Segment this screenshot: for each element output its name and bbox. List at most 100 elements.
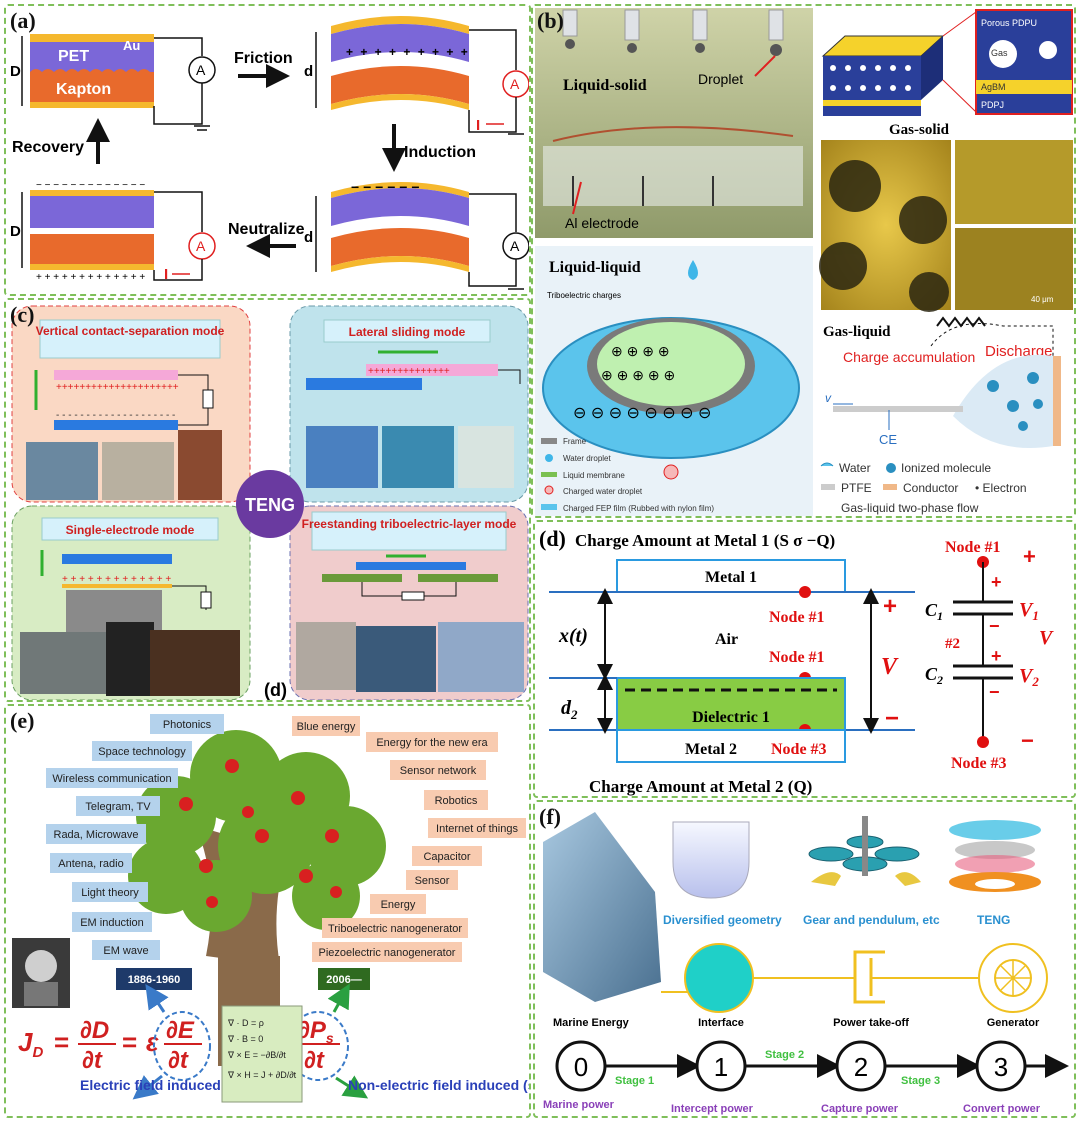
state-initial: PET Au Kapton D A: [10, 34, 216, 131]
left-item-1: Space technology: [98, 746, 186, 758]
teng-center-badge: [236, 470, 304, 538]
svg-text:⊕ ⊕ ⊕ ⊕ ⊕: ⊕ ⊕ ⊕ ⊕ ⊕: [601, 367, 675, 383]
svg-text:+++++++++++++++++++++: +++++++++++++++++++++: [56, 382, 179, 393]
metal1-label: Metal 1: [705, 569, 757, 586]
vertical-mode-title: Vertical contact-separation mode: [36, 324, 225, 338]
stage-2-label: Stage 2: [765, 1049, 804, 1061]
stage-node-2: 2: [854, 1052, 868, 1082]
panel-b: (b) Liquid-solid Droplet Al electrode: [531, 4, 1076, 518]
svg-text:A: A: [510, 238, 520, 254]
panel-a: (a) PET Au Kapton D A Friction Indu: [4, 4, 531, 296]
state-friction: + + + + + + + + + d A I: [304, 16, 529, 135]
scale-label: 40 μm: [1031, 295, 1054, 304]
right-item-9: Piezoelectric nanogenerator: [319, 947, 456, 959]
legend-charged-droplet: Charged water droplet: [563, 487, 643, 496]
right-item-3: Robotics: [435, 795, 478, 807]
maxwell-tree-diagram: Photonics Space technology Wireless comm…: [12, 714, 531, 1103]
maxwell-eq-1: ∇ · B = 0: [227, 1034, 263, 1044]
right-item-6: Sensor: [415, 875, 450, 887]
marine-energy-label: Marine Energy: [553, 1017, 630, 1029]
node2-label: #2: [945, 636, 960, 652]
metal2-label: Metal 2: [685, 741, 737, 758]
marine-energy-chain-diagram: Marine Energy Diversified geometry Gear …: [543, 812, 1069, 1115]
right-item-0: Blue energy: [297, 721, 356, 733]
right-item-4: Internet of things: [436, 823, 518, 835]
svg-text:ε: ε: [146, 1027, 159, 1057]
ce-label: CE: [879, 432, 897, 447]
pet-label: PET: [58, 48, 89, 65]
ammeter-label: A: [196, 62, 206, 78]
state-induction: − − − − − − d A: [304, 179, 529, 290]
induction-label: Induction: [404, 144, 476, 161]
left-item-4: Rada, Microwave: [54, 829, 139, 841]
liquid-solid-title: Liquid-solid: [563, 77, 647, 94]
svg-text:⊖ ⊖ ⊖ ⊖ ⊖ ⊖ ⊖ ⊖: ⊖ ⊖ ⊖ ⊖ ⊖ ⊖ ⊖ ⊖: [573, 405, 711, 422]
electric-field-caption: Electric field induced: [80, 1077, 221, 1093]
metal1-charge-title: Charge Amount at Metal 1 (S σ −Q): [575, 531, 835, 550]
generator-label: Generator: [987, 1017, 1040, 1029]
maxwell-equations-board: [221, 1005, 303, 1103]
year-left-label: 1886-1960: [128, 974, 181, 986]
pdpj-label: PDPJ: [981, 100, 1004, 110]
teng-circuit-model: (d) Charge Amount at Metal 1 (S σ −Q) Me…: [539, 526, 1054, 796]
stage-chain: 0 Stage 1 1 Stage 2 2 Stage 3 3: [555, 1040, 1069, 1092]
node1-top-label: Node #1: [769, 609, 825, 626]
recovery-label: Recovery: [12, 139, 84, 156]
panel-c-sub-d: (d): [264, 680, 287, 700]
left-item-7: EM induction: [80, 917, 144, 929]
legend2-conductor: Conductor: [903, 481, 958, 495]
teng-label: TENG: [245, 495, 295, 515]
stage-1-label: Stage 1: [615, 1075, 654, 1087]
legend2-two-phase: Gas-liquid two-phase flow: [841, 501, 979, 515]
gas-solid-structure: Porous PDPU Gas AgBM PDPJ: [821, 9, 1073, 116]
interface-types-diagram: Liquid-solid Droplet Al electrode Porous…: [535, 8, 1073, 516]
right-item-2: Sensor network: [400, 765, 477, 777]
marine-power-label: Marine power: [543, 1099, 615, 1111]
svg-text:A: A: [196, 238, 206, 254]
gas-label: Gas: [991, 48, 1008, 58]
legend2-electron: • Electron: [975, 481, 1027, 495]
marine-energy-image: [543, 812, 661, 1002]
droplet-label: Droplet: [698, 71, 743, 87]
gas-solid-title: Gas-solid: [889, 122, 950, 138]
svg-text:=: =: [54, 1027, 69, 1057]
al-electrode-label: Al electrode: [565, 215, 639, 231]
friction-label: Friction: [234, 50, 293, 67]
C2-label: C2: [925, 664, 943, 687]
dielectric-label: Dielectric 1: [692, 709, 770, 726]
convert-power-label: Convert power: [963, 1103, 1041, 1115]
svg-text:⊕ ⊕ ⊕ ⊕: ⊕ ⊕ ⊕ ⊕: [611, 343, 670, 359]
gas-liquid-title: Gas-liquid: [823, 324, 891, 340]
panel-f: (f) Marine Energy Diversified geometry G…: [533, 800, 1076, 1118]
right-item-5: Capacitor: [423, 851, 470, 863]
svg-text:−: −: [885, 705, 899, 732]
svg-text:∂t: ∂t: [168, 1047, 189, 1074]
svg-text:− − − − − − − − − − − − −: − − − − − − − − − − − − −: [36, 180, 145, 191]
charge-accumulation-label: Charge accumulation: [843, 349, 975, 365]
svg-text:+ + + + + + + + +: + + + + + + + + +: [346, 45, 470, 59]
interface-node: [684, 943, 754, 1013]
legend-frame: Frame: [563, 437, 587, 446]
svg-text:∂D: ∂D: [80, 1017, 109, 1044]
left-item-5: Antena, radio: [58, 858, 123, 870]
d2-label: d2: [561, 697, 578, 722]
gear-pendulum-label: Gear and pendulum, etc: [803, 913, 940, 927]
panel-d: (d) Charge Amount at Metal 1 (S σ −Q) Me…: [533, 520, 1076, 798]
air-label: Air: [715, 631, 738, 648]
panel-f-label: (f): [539, 804, 561, 829]
nonelectric-field-caption: Non-electric field induced (strain relat…: [348, 1077, 531, 1093]
current-I-label: I: [476, 117, 480, 134]
interface-label: Interface: [698, 1017, 744, 1029]
left-item-2: Wireless communication: [52, 773, 171, 785]
svg-text:−: −: [989, 616, 1000, 636]
svg-text:++++++++++++++: ++++++++++++++: [368, 366, 450, 377]
diversified-geometry-label: Diversified geometry: [663, 913, 782, 927]
left-item-6: Light theory: [81, 887, 139, 899]
svg-text:JD: JD: [18, 1027, 43, 1061]
svg-text:=: =: [122, 1027, 137, 1057]
lateral-mode-title: Lateral sliding mode: [349, 325, 466, 339]
svg-text:+: +: [1023, 544, 1036, 569]
svg-text:−: −: [1021, 728, 1034, 753]
left-item-3: Telegram, TV: [85, 801, 151, 813]
svg-text:+: +: [991, 572, 1002, 592]
